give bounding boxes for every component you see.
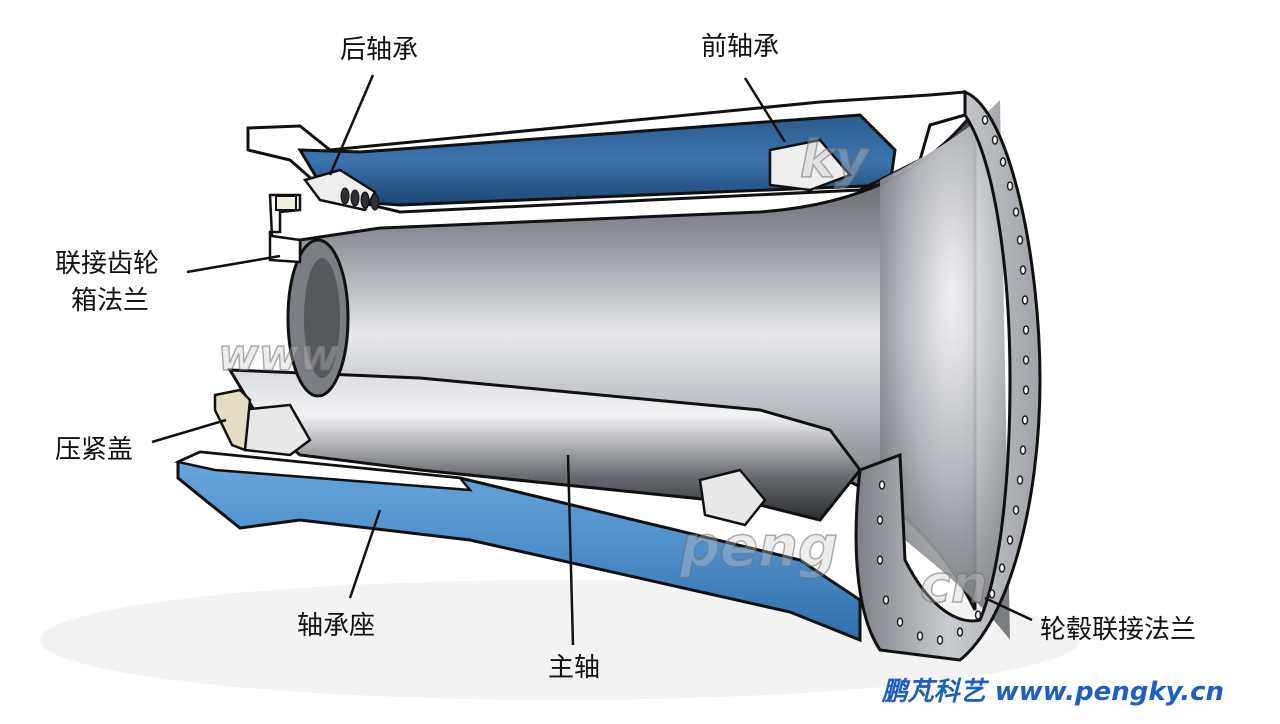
watermark-peng: peng <box>679 514 839 581</box>
flange-bolt-holes <box>876 115 1030 645</box>
hub-bell <box>880 100 1010 640</box>
label-hub-flange: 轮毂联接法兰 <box>1040 615 1197 645</box>
label-main-shaft: 主轴 <box>548 653 601 683</box>
front-bearing <box>768 138 853 192</box>
watermark-ky: ky <box>799 129 869 191</box>
label-gearbox-flange-line2: 箱法兰 <box>71 286 150 316</box>
label-gearbox-flange-line1: 联接齿轮 <box>55 249 160 279</box>
label-front-bearing: 前轴承 <box>701 32 780 62</box>
leader-main-shaft <box>566 454 575 646</box>
gearbox-flange <box>268 193 302 264</box>
leader-gearbox-flange <box>186 254 281 274</box>
shaft-bore-inner <box>304 258 340 378</box>
housing-section-top <box>246 90 967 214</box>
leader-bearing-housing <box>348 509 382 599</box>
bearing-housing-lower-rim <box>174 450 473 492</box>
watermark-cn: cn <box>919 554 988 616</box>
leader-front-bearing <box>743 77 787 143</box>
leader-clamp-cover <box>151 418 227 444</box>
rear-bearing-rollers <box>340 187 380 211</box>
hub-flange <box>854 89 1042 662</box>
watermark-www: www <box>217 329 340 382</box>
clamp-cover <box>213 388 252 452</box>
label-rear-bearing: 后轴承 <box>340 35 419 65</box>
leader-rear-bearing <box>328 74 375 176</box>
leader-lines <box>151 74 1033 646</box>
site-credit: 鹏芃科艺 www.pengky.cn <box>881 677 1224 707</box>
leader-hub-flange <box>984 596 1033 622</box>
label-bearing-housing: 轴承座 <box>297 611 376 641</box>
label-clamp-cover: 压紧盖 <box>55 435 134 465</box>
front-bearing-lower <box>698 468 767 527</box>
gearbox-flange-beige <box>275 195 297 211</box>
